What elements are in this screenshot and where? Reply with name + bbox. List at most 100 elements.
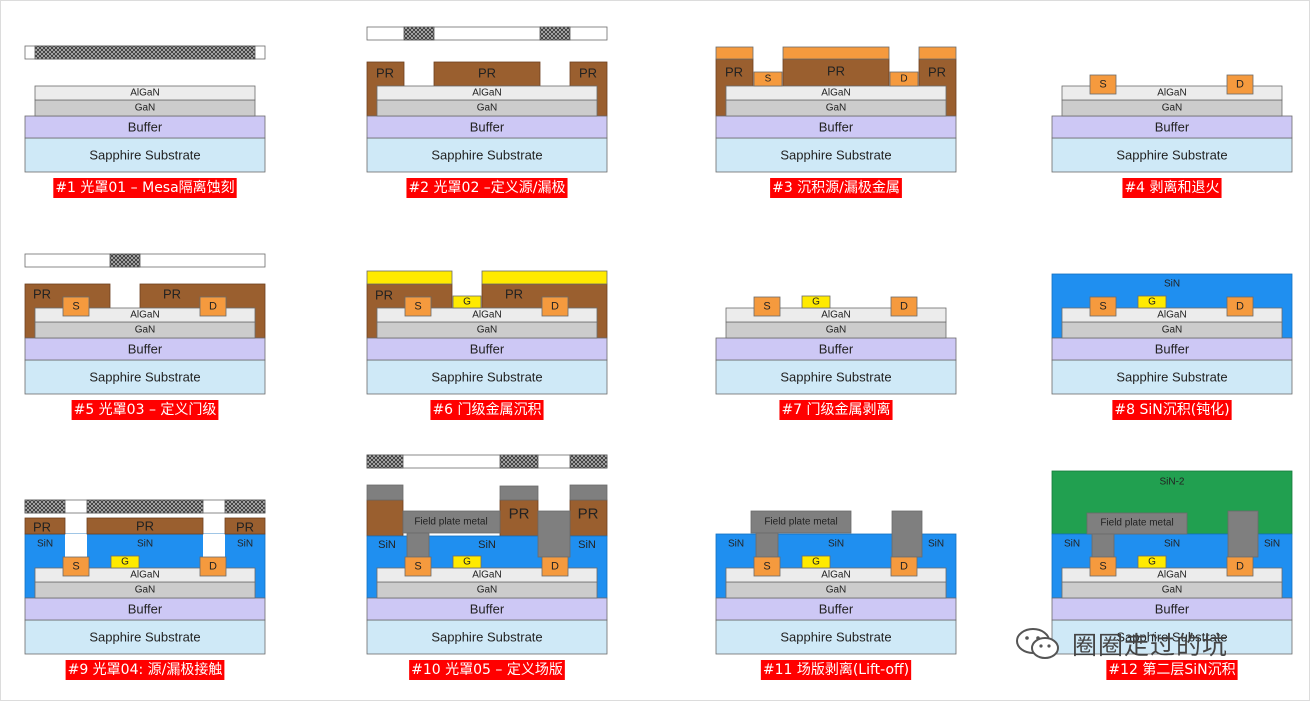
pr-label: PR xyxy=(136,519,154,534)
algan-label: AlGaN xyxy=(821,570,850,581)
gan-label: GaN xyxy=(1162,585,1183,596)
sin-label: SiN xyxy=(1264,539,1280,550)
gan-label: GaN xyxy=(477,103,498,114)
sin-label: SiN xyxy=(828,539,844,550)
sapphire-substrate-layer xyxy=(1051,359,1293,395)
sin-label: SiN xyxy=(237,539,253,550)
sapphire-substrate-layer xyxy=(366,619,608,655)
drain-label: D xyxy=(900,74,907,85)
source-contact xyxy=(404,556,432,577)
step-caption: #9 光罩04: 源/漏极接触 xyxy=(65,660,225,680)
algan-label: AlGaN xyxy=(1157,570,1186,581)
source-label: S xyxy=(414,301,421,313)
watermark-text: 圈圈走过的坑 xyxy=(1072,631,1229,660)
photoresist-block xyxy=(24,517,66,535)
step-caption: #6 门级金属沉积 xyxy=(430,400,544,420)
gate-label: G xyxy=(121,557,129,568)
source-contact xyxy=(404,296,432,317)
photomask-opaque-2 xyxy=(539,26,571,41)
buffer-label: Buffer xyxy=(470,120,505,135)
source-label: S xyxy=(1099,301,1106,313)
pr-label: PR xyxy=(578,506,599,523)
drain-label: D xyxy=(1236,79,1244,91)
gate-label: G xyxy=(812,297,820,308)
step-caption: #7 门级金属剥离 xyxy=(779,400,893,420)
algan-label: AlGaN xyxy=(130,310,159,321)
buffer-label: Buffer xyxy=(128,602,163,617)
pr-label: PR xyxy=(928,65,946,80)
pr-label: PR xyxy=(478,66,496,81)
sin-2-label: SiN-2 xyxy=(1159,477,1184,488)
gate-contact xyxy=(452,555,482,569)
photomask xyxy=(24,253,266,268)
gate-contact xyxy=(1137,295,1167,309)
buffer-label: Buffer xyxy=(1155,342,1190,357)
photomask-opaque-1 xyxy=(403,26,435,41)
step-caption: #8 SiN沉积(钝化) xyxy=(1112,400,1232,420)
buffer-label: Buffer xyxy=(470,602,505,617)
buffer-label: Buffer xyxy=(128,342,163,357)
algan-layer xyxy=(376,85,598,101)
photoresist-block xyxy=(782,58,890,87)
step-caption-text: #4 剥离和退火 xyxy=(1124,179,1219,196)
metal-on-pr xyxy=(499,485,539,501)
algan-label: AlGaN xyxy=(472,88,501,99)
algan-label: AlGaN xyxy=(472,310,501,321)
sapphire-substrate-label: Sapphire Substrate xyxy=(89,630,200,645)
photomask-opaque-3 xyxy=(224,499,266,514)
sapphire-substrate-layer xyxy=(24,137,266,173)
metal-on-pr xyxy=(366,484,404,501)
gan-label: GaN xyxy=(826,103,847,114)
buffer-label: Buffer xyxy=(1155,120,1190,135)
sapphire-substrate-layer xyxy=(24,619,266,655)
sin-label: SiN xyxy=(137,539,153,550)
gate-label: G xyxy=(463,297,471,308)
sapphire-substrate-label: Sapphire Substrate xyxy=(780,630,891,645)
drain-contact xyxy=(1226,296,1254,317)
sapphire-substrate-label: Sapphire Substrate xyxy=(89,148,200,163)
sapphire-substrate-layer xyxy=(1051,619,1293,655)
sin-label: SiN xyxy=(728,539,744,550)
metal-on-pr xyxy=(782,46,890,60)
sapphire-substrate-label: Sapphire Substrate xyxy=(431,630,542,645)
gan-label: GaN xyxy=(1162,103,1183,114)
step-caption-text: #3 沉积源/漏极金属 xyxy=(772,180,900,196)
buffer-label: Buffer xyxy=(470,342,505,357)
source-contact xyxy=(1089,296,1117,317)
sapphire-substrate-layer xyxy=(715,619,957,655)
algan-label: AlGaN xyxy=(472,570,501,581)
metal-on-pr xyxy=(918,46,957,60)
gan-label: GaN xyxy=(826,585,847,596)
step-caption: #2 光罩02 –定义源/漏极 xyxy=(406,178,568,198)
pr-label: PR xyxy=(375,288,393,303)
buffer-label: Buffer xyxy=(128,120,163,135)
photoresist-block xyxy=(86,517,204,535)
sin-label: SiN xyxy=(1164,279,1180,290)
source-contact xyxy=(1089,74,1117,95)
gate-contact xyxy=(1137,555,1167,569)
gate-label: G xyxy=(1148,557,1156,568)
source-label: S xyxy=(765,74,772,85)
sapphire-substrate-label: Sapphire Substrate xyxy=(1116,630,1227,645)
gan-label: GaN xyxy=(477,325,498,336)
gate-metal-on-pr xyxy=(366,270,453,285)
drain-label: D xyxy=(209,561,217,573)
buffer-label: Buffer xyxy=(1155,602,1190,617)
step-caption-background xyxy=(1112,400,1232,420)
step-caption-text: #8 SiN沉积(钝化) xyxy=(1114,402,1229,418)
algan-layer xyxy=(725,85,947,101)
buffer-label: Buffer xyxy=(819,602,854,617)
pr-label: PR xyxy=(33,287,51,302)
drain-contact xyxy=(199,296,227,317)
gate-contact xyxy=(452,295,482,309)
step-caption: #3 沉积源/漏极金属 xyxy=(770,178,902,198)
buffer-label: Buffer xyxy=(819,120,854,135)
drain-contact xyxy=(890,556,918,577)
